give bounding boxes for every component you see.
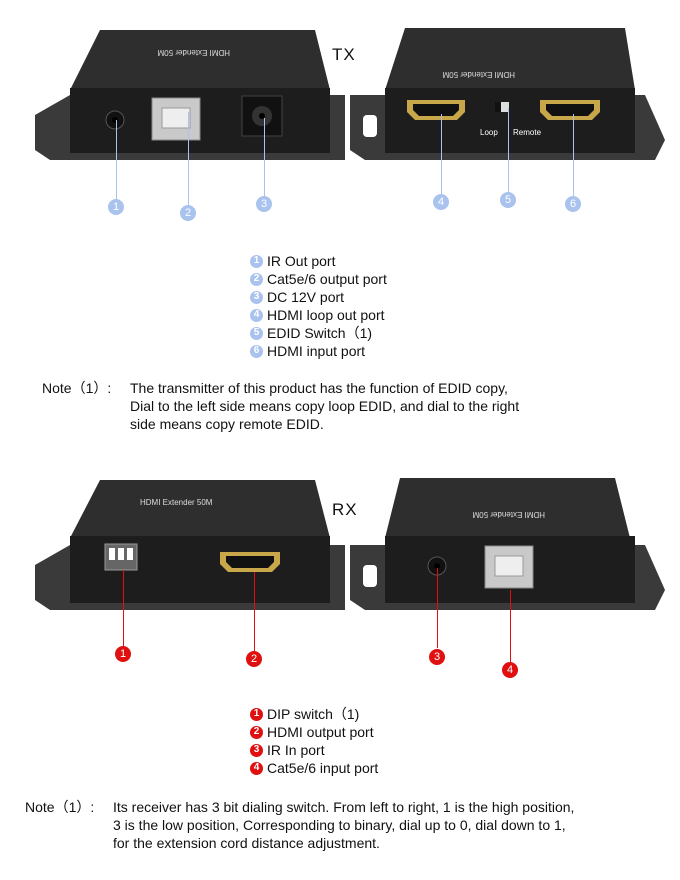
svg-text:HDMI Extender 50M: HDMI Extender 50M [140, 498, 213, 507]
tx-label: TX [332, 45, 356, 64]
tx-marker-1: 1 [108, 199, 124, 215]
svg-text:HDMI Extender 50M: HDMI Extender 50M [472, 510, 545, 519]
rx-label: RX [332, 500, 358, 519]
svg-text:Remote: Remote [513, 128, 542, 137]
rx-marker-3: 3 [429, 649, 445, 665]
tx-transmitter-rear-image: HDMI Extender 50M [35, 30, 345, 160]
rx-marker-1: 1 [115, 646, 131, 662]
tx-note: Note（1）:The transmitter of this product … [42, 380, 520, 432]
svg-text:HDMI Extender 50M: HDMI Extender 50M [442, 70, 515, 79]
rx-marker-2: 2 [246, 651, 262, 667]
tx-marker-3: 3 [256, 196, 272, 212]
tx-marker-2: 2 [180, 205, 196, 221]
tx-marker-5: 5 [500, 192, 516, 208]
rx-right-device-image: HDMI Extender 50M [350, 478, 665, 610]
svg-text:Loop: Loop [480, 128, 498, 137]
rx-left-device-image: HDMI Extender 50M [35, 480, 345, 610]
rx-marker-4: 4 [502, 662, 518, 678]
rx-note: Note（1）:Its receiver has 3 bit dialing s… [25, 799, 575, 851]
tx-receiver-side-image: HDMI Extender 50M Loop Remote [350, 28, 665, 160]
svg-text:HDMI Extender 50M: HDMI Extender 50M [157, 48, 230, 57]
tx-marker-4: 4 [433, 194, 449, 210]
tx-marker-6: 6 [565, 196, 581, 212]
